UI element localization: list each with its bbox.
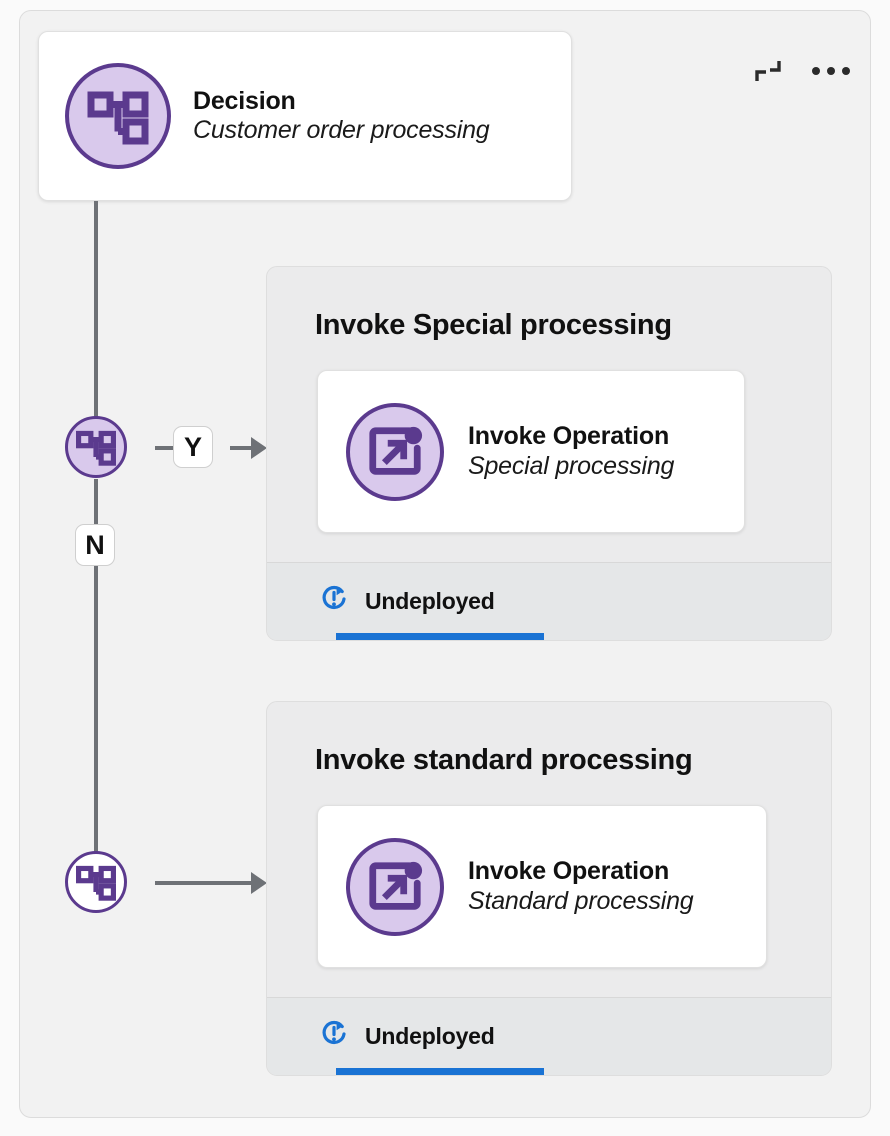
more-options-icon[interactable]: [806, 49, 856, 93]
dot: [827, 67, 835, 75]
collapse-icon[interactable]: [743, 49, 793, 93]
decision-flow-icon: [65, 63, 171, 169]
junction-node-no[interactable]: [65, 851, 127, 913]
status-footer-standard: Undeployed: [267, 997, 831, 1075]
dot: [812, 67, 820, 75]
junction-node-yes[interactable]: [65, 416, 127, 478]
status-footer-special: Undeployed: [267, 562, 831, 640]
group-panel-special[interactable]: Invoke Special processing Invoke Operati…: [266, 266, 832, 641]
connector-junction1-to-junction2: [94, 479, 98, 854]
invoke-operation-subtitle-standard: Standard processing: [468, 886, 694, 915]
group-panel-standard[interactable]: Invoke standard processing Invoke Operat…: [266, 701, 832, 1076]
group-title-special: Invoke Special processing: [315, 309, 672, 341]
decision-node-card[interactable]: Decision Customer order processing: [38, 31, 572, 201]
invoke-operation-card-standard[interactable]: Invoke Operation Standard processing: [317, 805, 767, 968]
flow-canvas: Decision Customer order processing: [19, 10, 871, 1118]
status-badge-special[interactable]: Undeployed: [317, 582, 495, 621]
decision-node-text: Decision Customer order processing: [193, 87, 490, 146]
undeployed-refresh-alert-icon: [317, 1017, 351, 1056]
invoke-operation-title-standard: Invoke Operation: [468, 857, 670, 885]
status-badge-standard[interactable]: Undeployed: [317, 1017, 495, 1056]
group-title-standard: Invoke standard processing: [315, 744, 693, 776]
decision-node-title: Decision: [193, 86, 296, 115]
invoke-operation-text-standard: Invoke Operation Standard processing: [468, 857, 694, 916]
three-dots: [812, 67, 850, 75]
arrowhead-special: [251, 437, 267, 459]
connector-junction1-to-y-label: [155, 446, 187, 450]
connector-root-to-junction1: [94, 201, 98, 419]
connector-y-label-to-special-panel: [230, 446, 257, 450]
invoke-operation-icon: [346, 402, 444, 501]
arrowhead-standard: [251, 872, 267, 894]
invoke-operation-text-special: Invoke Operation Special processing: [468, 422, 674, 481]
undeployed-refresh-alert-icon: [317, 582, 351, 621]
status-progress-bar-special: [336, 633, 544, 640]
invoke-operation-title-special: Invoke Operation: [468, 422, 670, 450]
dot: [842, 67, 850, 75]
status-progress-bar-standard: [336, 1068, 544, 1075]
connector-junction2-to-standard-panel: [155, 881, 257, 885]
branch-label-yes[interactable]: Y: [173, 426, 213, 468]
invoke-operation-subtitle-special: Special processing: [468, 451, 675, 480]
status-label-special: Undeployed: [365, 588, 495, 614]
invoke-operation-icon: [346, 837, 444, 936]
status-label-standard: Undeployed: [365, 1023, 495, 1049]
decision-node-subtitle: Customer order processing: [193, 116, 490, 144]
branch-label-no[interactable]: N: [75, 524, 115, 566]
invoke-operation-card-special[interactable]: Invoke Operation Special processing: [317, 370, 745, 533]
